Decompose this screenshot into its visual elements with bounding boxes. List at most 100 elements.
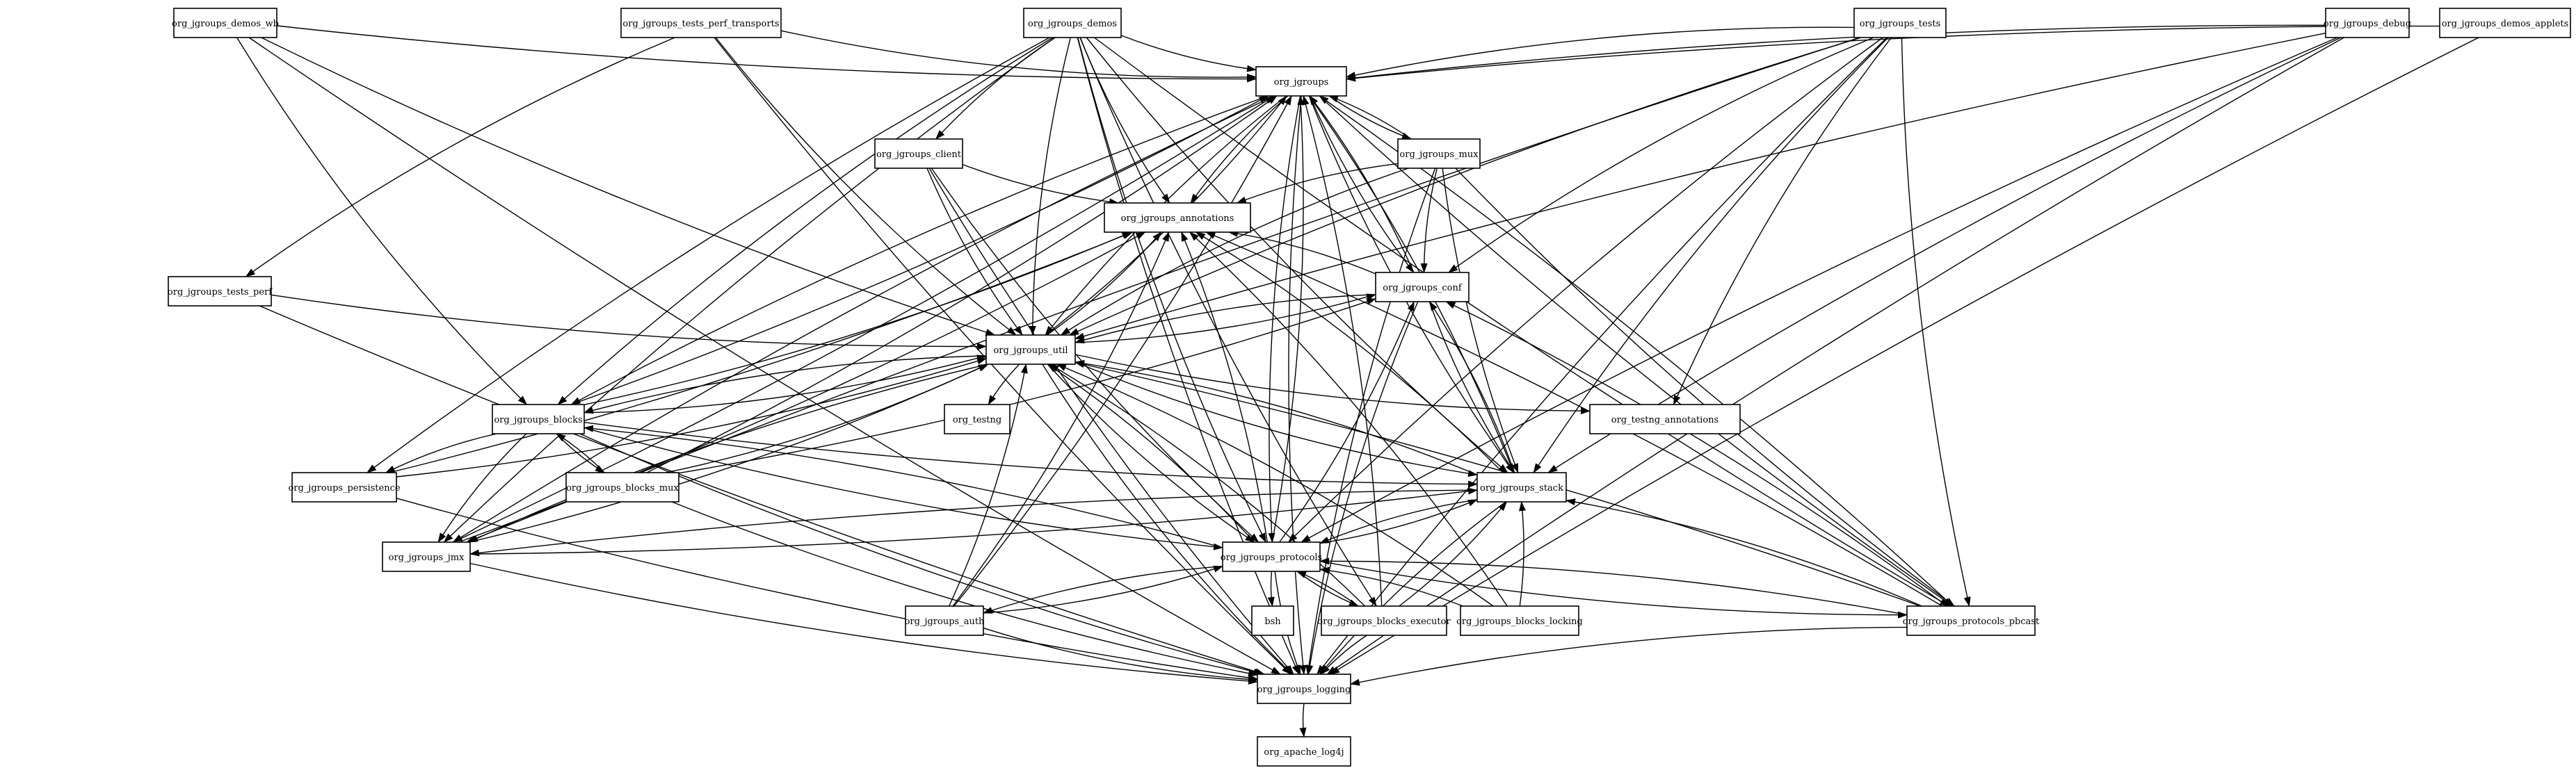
svg-text:org_jgroups_protocols: org_jgroups_protocols <box>1221 553 1322 563</box>
edge-jgroups-to-mux <box>1328 95 1412 140</box>
edge-logging-to-log4j <box>1299 703 1307 737</box>
edge-tests-perf-transports-to-tests-perf <box>245 37 675 277</box>
edge-demos-wb-to-util <box>261 37 996 336</box>
edge-protocols-to-protocols-pbcast <box>1319 560 1908 619</box>
edge-layer <box>236 24 2479 737</box>
edge-util-to-stack <box>1074 361 1478 478</box>
edge-util-to-protocols <box>1047 364 1255 543</box>
edge-blocks-to-logging <box>579 433 1264 676</box>
edge-protocols-to-auth <box>983 566 1223 614</box>
node-tests-perf: org_jgroups_tests_perf <box>168 276 273 307</box>
node-logging: org_jgroups_logging <box>1257 674 1351 704</box>
edge-util-to-blocks <box>583 355 987 414</box>
edge-tests-perf-to-util <box>271 294 987 350</box>
edge-protocols-pbcast-to-stack <box>1565 498 1922 607</box>
edge-conf-to-util <box>1074 294 1376 344</box>
edge-jgroups-to-logging <box>1288 95 1307 675</box>
edge-stack-to-protocols <box>1319 499 1478 544</box>
edge-stack-to-annotations <box>1195 231 1504 473</box>
edge-util-to-jmx <box>468 364 988 543</box>
edge-util-to-annotations <box>1046 231 1162 336</box>
edge-protocols-pbcast-to-conf <box>1445 301 1947 607</box>
svg-text:bsh: bsh <box>1264 617 1281 627</box>
edge-protocols-to-blocks <box>583 425 1223 548</box>
svg-text:org_jgroups_jmx: org_jgroups_jmx <box>389 553 465 563</box>
edge-protocols-pbcast-to-jgroups <box>1319 95 1954 607</box>
edge-debug-to-protocols <box>1301 37 2338 543</box>
svg-text:org_jgroups_client: org_jgroups_client <box>876 149 962 160</box>
node-demos-applets: org_jgroups_demos_applets <box>2439 8 2571 38</box>
svg-text:org_jgroups_demos_applets: org_jgroups_demos_applets <box>2442 19 2569 29</box>
node-client: org_jgroups_client <box>874 138 963 169</box>
edge-blocks-to-annotations <box>583 231 1132 405</box>
edge-util-to-conf <box>1074 293 1376 343</box>
edge-blocks-mux-to-util <box>666 364 988 473</box>
edge-tests-to-jgroups <box>1346 26 1855 79</box>
edge-blocks-to-util <box>583 354 987 414</box>
edge-blocks-to-protocols <box>583 427 1223 550</box>
edge-tests-perf-transports-to-util <box>715 37 1017 336</box>
edge-conf-to-annotations <box>1227 230 1376 275</box>
edge-debug-to-jgroups <box>1346 24 2326 81</box>
edge-client-to-util <box>926 168 1023 336</box>
node-persistence: org_jgroups_persistence <box>288 472 401 503</box>
edge-tests-perf-transports-to-logging <box>714 37 1291 675</box>
svg-text:org_jgroups_auth: org_jgroups_auth <box>905 617 985 627</box>
node-blocks-locking: org_jgroups_blocks_locking <box>1456 605 1583 636</box>
node-protocols-pbcast: org_jgroups_protocols_pbcast <box>1903 605 2040 636</box>
edge-tests-to-logging <box>1317 37 1887 675</box>
edge-blocks-mux-to-conf <box>678 298 1376 474</box>
edge-protocols-to-jgroups <box>1271 95 1305 543</box>
edge-demos-to-protocols <box>1077 37 1266 543</box>
edge-protocols-to-bsh <box>1267 571 1275 607</box>
node-annotations: org_jgroups_annotations <box>1104 202 1251 233</box>
edge-jgroups-to-protocols-pbcast <box>1319 95 1954 607</box>
edge-demos-to-stack <box>1086 37 1508 473</box>
edge-blocks-mux-to-blocks <box>556 433 605 473</box>
node-util: org_jgroups_util <box>985 334 1076 365</box>
node-conf: org_jgroups_conf <box>1375 272 1470 302</box>
edge-blocks-locking-to-protocols <box>1319 566 1463 607</box>
node-testng: org_testng <box>944 404 1011 434</box>
edge-auth-to-protocols <box>983 565 1223 614</box>
edge-demos-to-protocols-pbcast <box>1094 37 1950 607</box>
edge-conf-to-logging <box>1306 301 1419 675</box>
edge-stack-to-util <box>1074 359 1478 475</box>
edge-blocks-to-jmx <box>437 433 527 543</box>
edge-demos-to-jgroups <box>1120 35 1257 72</box>
edge-mux-to-conf <box>1420 168 1438 273</box>
edge-jmx-to-stack <box>469 487 1478 555</box>
edge-demos-wb-to-jgroups <box>276 25 1257 83</box>
edge-tests-to-jmx <box>465 37 1860 543</box>
edge-blocks-to-blocks-mux <box>556 433 605 473</box>
edge-auth-to-jgroups <box>953 95 1292 607</box>
edge-persistence-to-annotations <box>389 231 1134 473</box>
edge-jmx-to-annotations <box>458 231 1146 543</box>
edge-demos-wb-to-blocks <box>236 37 528 405</box>
edge-demos-applets-to-logging <box>1330 37 2479 675</box>
edge-blocks-executor-to-protocols <box>1296 571 1359 607</box>
edge-stack-to-jmx <box>469 489 1478 557</box>
edge-demos-applets-to-jgroups <box>1346 25 2440 82</box>
edge-jgroups-to-blocks <box>570 95 1269 405</box>
svg-text:org_jgroups_debug: org_jgroups_debug <box>2324 19 2411 29</box>
edge-blocks-locking-to-annotations <box>1189 231 1508 607</box>
edge-mux-to-annotations <box>1236 163 1399 204</box>
edge-debug-to-logging <box>1326 37 2344 675</box>
edge-protocols-to-util <box>1047 364 1255 543</box>
svg-text:org_jgroups_blocks_executor: org_jgroups_blocks_executor <box>1317 617 1451 627</box>
svg-text:org_apache_log4j: org_apache_log4j <box>1264 747 1344 758</box>
svg-text:org_jgroups_tests_perf_transpo: org_jgroups_tests_perf_transports <box>622 19 779 29</box>
edge-persistence-to-util <box>396 357 987 478</box>
edge-demos-to-blocks-executor <box>1079 37 1377 607</box>
edge-demos-to-client <box>935 37 1056 140</box>
edge-protocols-to-conf <box>1279 301 1415 543</box>
node-blocks-executor: org_jgroups_blocks_executor <box>1317 605 1451 636</box>
svg-text:org_jgroups_persistence: org_jgroups_persistence <box>288 483 400 493</box>
edge-util-to-testng <box>988 364 1020 405</box>
svg-text:org_jgroups_blocks: org_jgroups_blocks <box>494 415 582 425</box>
node-testing-annotations: org_testng_annotations <box>1589 404 1741 434</box>
edge-mux-to-util <box>1060 168 1409 336</box>
svg-text:org_jgroups_demos: org_jgroups_demos <box>1028 19 1117 29</box>
